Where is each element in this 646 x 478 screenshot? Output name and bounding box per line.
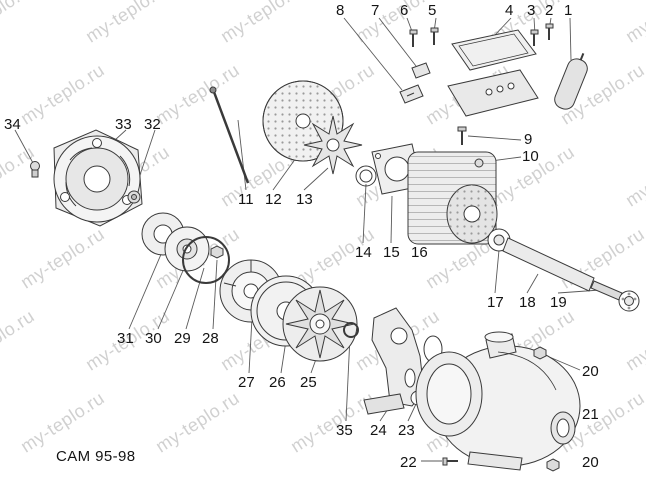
callout-17: 17 [487,294,504,311]
parts-group [30,23,640,472]
callout-16: 16 [411,244,428,261]
callout-30: 30 [145,330,162,347]
screw-5 [430,27,439,45]
callout-15: 15 [383,244,400,261]
callout-11: 11 [238,191,254,208]
seal-ring-14 [355,165,377,187]
washer-10 [474,158,484,168]
callout-18: 18 [519,294,536,311]
callout-21: 21 [582,406,599,423]
plug-32 [127,190,141,204]
bearing-19 [618,290,640,312]
callout-5: 5 [428,2,437,19]
callout-9: 9 [524,131,533,148]
screw-9 [457,126,467,145]
clip-7 [411,62,431,79]
callout-27: 27 [238,374,255,391]
motor-body [407,151,498,245]
callout-34: 34 [4,116,21,133]
screw-6 [409,29,418,47]
callout-35: 35 [336,422,353,439]
model-label: CAM 95-98 [56,448,136,465]
callout-23: 23 [398,422,415,439]
callout-19: 19 [550,294,567,311]
screw-3 [530,29,539,46]
pump-body-21 [415,331,581,471]
leader-lines [14,17,601,462]
callout-24: 24 [370,422,387,439]
bolt-34 [30,161,40,178]
nut-28 [210,245,224,259]
callout-25: 25 [300,374,317,391]
callout-20-upper: 20 [582,363,599,380]
callout-12: 12 [265,191,282,208]
tie-rod-11 [209,86,250,184]
screw-2 [545,23,554,40]
callout-8: 8 [336,2,345,19]
callout-26: 26 [269,374,286,391]
terminal-cover-4 [451,29,537,71]
callout-28: 28 [202,330,219,347]
support-bracket-24 [363,307,425,415]
callout-33: 33 [115,116,132,133]
rotor-shaft-18 [502,237,623,301]
impeller-25 [282,286,358,362]
callout-1: 1 [564,2,573,19]
callout-2: 2 [545,2,554,19]
callout-6: 6 [400,2,409,19]
callout-13: 13 [296,191,313,208]
o-ring-35 [343,322,359,338]
callout-10: 10 [522,148,539,165]
callout-3: 3 [527,2,536,19]
cooling-fan-13 [303,115,363,175]
capacitor-1 [554,53,588,110]
cable-clamp-8 [399,84,424,104]
plug-20-lower [546,458,560,472]
callout-29: 29 [174,330,191,347]
callout-20-lower: 20 [582,454,599,471]
callout-31: 31 [117,330,134,347]
callout-32: 32 [144,116,161,133]
plug-20-upper [533,346,547,360]
callout-7: 7 [371,2,380,19]
rear-end-shield-33 [53,129,143,227]
callout-22: 22 [400,454,417,471]
screw-22 [442,457,458,466]
terminal-box [447,69,539,117]
callout-14: 14 [355,244,372,261]
callout-4: 4 [505,2,514,19]
seal-seat-30 [164,226,210,272]
o-ring-29 [182,236,230,284]
